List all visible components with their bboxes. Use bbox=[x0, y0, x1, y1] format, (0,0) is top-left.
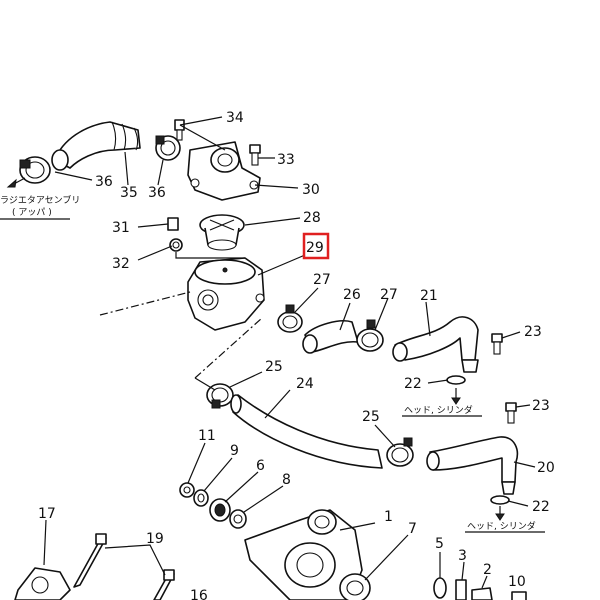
callout-27-left: 27 bbox=[313, 272, 331, 288]
hose-21 bbox=[392, 316, 479, 373]
note-radiator-line2: ( アッパ ) bbox=[12, 207, 52, 218]
hose-35 bbox=[51, 121, 141, 171]
callout-20: 20 bbox=[537, 460, 555, 476]
hose-24 bbox=[230, 394, 383, 469]
callout-36-left: 36 bbox=[95, 174, 113, 190]
callout-32: 32 bbox=[112, 256, 130, 272]
clamp-36-right bbox=[155, 135, 181, 161]
callout-21: 21 bbox=[420, 288, 438, 304]
note-radiator-line1: ラジエタアセンブリ bbox=[0, 194, 80, 206]
thermostat-housing-29 bbox=[187, 257, 265, 331]
callout-33: 33 bbox=[277, 152, 295, 168]
callout-3: 3 bbox=[458, 548, 467, 564]
callout-36-right: 36 bbox=[148, 185, 166, 201]
callout-1: 1 bbox=[384, 509, 393, 525]
impeller-7 bbox=[339, 573, 371, 600]
callout-28: 28 bbox=[303, 210, 321, 226]
callout-23-upper: 23 bbox=[524, 324, 542, 340]
seal-8 bbox=[229, 509, 247, 529]
thermostat-cover-30 bbox=[187, 141, 261, 201]
pump-housing-1 bbox=[244, 509, 363, 600]
washer-11 bbox=[179, 482, 195, 498]
callout-30: 30 bbox=[302, 182, 320, 198]
callout-5: 5 bbox=[435, 536, 444, 552]
bolt-23-upper bbox=[491, 333, 503, 355]
callout-9: 9 bbox=[230, 443, 239, 459]
callout-22-lower: 22 bbox=[532, 499, 550, 515]
bolt-34 bbox=[174, 119, 185, 141]
callout-7: 7 bbox=[408, 521, 417, 537]
callout-10: 10 bbox=[508, 574, 526, 590]
callout-23-lower: 23 bbox=[532, 398, 550, 414]
callout-22-upper: 22 bbox=[404, 376, 422, 392]
bolt-31 bbox=[167, 217, 179, 231]
thermostat-28 bbox=[199, 214, 245, 251]
hose-26 bbox=[302, 320, 359, 354]
callout-26: 26 bbox=[343, 287, 361, 303]
o-ring-22-upper bbox=[446, 375, 466, 385]
callout-25-left: 25 bbox=[265, 359, 283, 375]
bolt-23-lower bbox=[505, 402, 517, 424]
part-5 bbox=[433, 577, 447, 599]
part-3 bbox=[455, 579, 467, 600]
callout-25-right: 25 bbox=[362, 409, 380, 425]
callout-24: 24 bbox=[296, 376, 314, 392]
callout-35: 35 bbox=[120, 185, 138, 201]
leader-lines bbox=[0, 116, 545, 589]
callout-29: 29 bbox=[306, 240, 324, 256]
o-ring-22-lower bbox=[490, 495, 510, 505]
clamp-27-left bbox=[277, 304, 303, 333]
part-10 bbox=[511, 591, 527, 600]
callout-16: 16 bbox=[190, 588, 208, 600]
bolt-19-b bbox=[153, 569, 175, 600]
callout-6: 6 bbox=[256, 458, 265, 474]
seal-9 bbox=[193, 489, 209, 507]
bolt-19-a bbox=[73, 533, 107, 588]
callout-19: 19 bbox=[146, 531, 164, 547]
note-head-cylinder-upper: ヘッド, シリンダ bbox=[404, 404, 473, 416]
callout-17: 17 bbox=[38, 506, 56, 522]
hose-20 bbox=[426, 436, 519, 495]
clamp-27-right bbox=[356, 319, 384, 352]
callout-27-right: 27 bbox=[380, 287, 398, 303]
note-head-cylinder-lower: ヘッド, シリンダ bbox=[467, 520, 536, 532]
callout-8: 8 bbox=[282, 472, 291, 488]
highlight-box-29 bbox=[302, 232, 330, 260]
bolt-33 bbox=[249, 144, 261, 166]
clamp-36-left bbox=[19, 156, 51, 184]
callout-34: 34 bbox=[226, 110, 244, 126]
part-17 bbox=[14, 567, 71, 600]
washer-32 bbox=[169, 238, 183, 252]
clamp-25-right bbox=[386, 437, 414, 467]
callout-31: 31 bbox=[112, 220, 130, 236]
bearing-6 bbox=[209, 498, 231, 522]
callout-11: 11 bbox=[198, 428, 216, 444]
part-2 bbox=[471, 587, 493, 600]
callout-2: 2 bbox=[483, 562, 492, 578]
